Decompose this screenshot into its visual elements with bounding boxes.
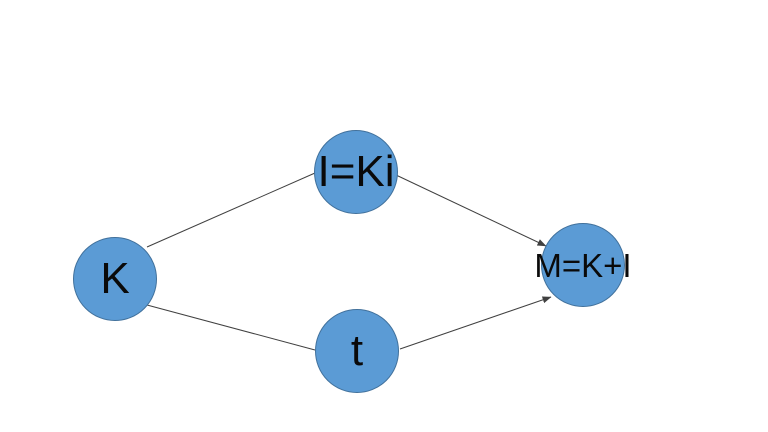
- node-t: t: [315, 309, 399, 393]
- edges-group: [146, 172, 552, 351]
- node-IKi: I=Ki: [314, 130, 398, 214]
- edge-K-to-IKi: [146, 172, 316, 248]
- node-label-K: K: [100, 254, 130, 303]
- node-label-MKI: M=K+I: [534, 246, 632, 284]
- node-MKI: M=K+I: [534, 223, 632, 307]
- node-label-IKi: I=Ki: [317, 147, 395, 196]
- node-label-t: t: [350, 326, 364, 375]
- edge-K-to-t: [146, 304, 316, 351]
- edge-IKi-to-MKI: [395, 174, 547, 247]
- node-K: K: [73, 237, 157, 321]
- edge-t-to-MKI: [399, 296, 552, 350]
